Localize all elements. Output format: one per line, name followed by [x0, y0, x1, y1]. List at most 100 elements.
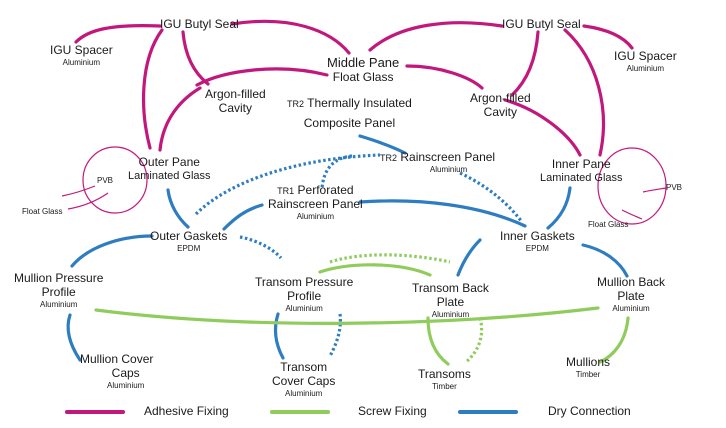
node-inner-pane: Inner Pane Laminated Glass	[540, 157, 623, 184]
node-mullion-cover-caps: Mullion Cover Caps Aluminium	[80, 352, 153, 390]
node-material: Aluminium	[431, 309, 470, 319]
node-title: Middle Pane	[327, 55, 400, 70]
link-butyl-left-to-argon-left	[181, 30, 210, 86]
node-outer-pane: Outer Pane Laminated Glass	[128, 155, 211, 182]
node-transom-cover-caps: Transom Cover Caps Aluminium	[272, 360, 336, 398]
node-title: Mullion Pressure	[14, 271, 104, 285]
node-title-line2: Profile	[287, 288, 322, 303]
link-inner-gaskets-to-transom-back	[456, 238, 482, 277]
node-material: Aluminium	[429, 164, 468, 174]
node-material: Aluminium	[107, 380, 145, 390]
link-butyl-right-to-argon-right	[510, 30, 540, 97]
link-middle-pane-to-argon-right	[405, 64, 484, 90]
node-material: Aluminium	[612, 303, 650, 313]
legend-label-dry: Dry Connection	[548, 404, 631, 418]
link-transom-pressure-to-transom-back	[318, 263, 432, 277]
node-title: Outer Gaskets	[150, 229, 228, 243]
link-perforated-to-outer-gaskets	[222, 203, 264, 231]
node-title: TR2 Thermally Insulated	[287, 96, 412, 111]
node-tr1-perforated-panel: TR1 Perforated Rainscreen Panel Aluminiu…	[268, 183, 363, 221]
node-material: Timber	[575, 369, 601, 379]
link-middle-pane-to-butyl-right	[368, 21, 504, 52]
node-outer-gaskets: Outer Gaskets EPDM	[150, 229, 228, 253]
pvb-ring-right	[597, 147, 667, 225]
node-code: TR2	[287, 99, 305, 109]
node-title-line2: Cover Caps	[272, 373, 336, 388]
node-transoms: Transoms Timber	[418, 367, 471, 391]
node-argon-cavity-left: Argon-filled Cavity	[205, 87, 266, 116]
node-material: Aluminium	[285, 303, 323, 313]
node-title-line2: Plate	[436, 294, 465, 309]
annotation-float-glass-right: Float Glass	[588, 220, 629, 229]
node-material: Aluminium	[626, 63, 665, 73]
node-title-line2: Rainscreen Panel	[268, 196, 363, 211]
node-tr2-composite-panel: TR2 Thermally Insulated Composite Panel	[287, 96, 412, 131]
node-mullion-back-plate: Mullion Back Plate Aluminium	[597, 275, 666, 313]
link-butyl-right-to-spacer-right	[582, 24, 634, 50]
legend-swatch-adhesive	[65, 410, 125, 414]
annotation-pvb-right: PVB	[666, 183, 683, 192]
node-title: Transom Back	[412, 281, 489, 295]
annotation-pvb-left: PVB	[97, 176, 114, 185]
node-material: Timber	[432, 381, 457, 391]
legend-swatch-dry	[458, 410, 518, 414]
node-title: Mullions	[566, 355, 611, 369]
link-dotted-outer-gaskets-to-transom-pressure	[239, 235, 283, 260]
node-title: IGU Butyl Seal	[160, 17, 239, 31]
pvb-pointer-left-b	[67, 192, 109, 210]
node-argon-cavity-right: Argon-filled Cavity	[470, 91, 531, 120]
node-title-line2: Composite Panel	[303, 115, 396, 130]
node-igu-spacer-right: IGU Spacer Aluminium	[614, 49, 677, 73]
node-material: EPDM	[177, 243, 201, 253]
node-igu-butyl-seal-right: IGU Butyl Seal	[502, 17, 581, 32]
node-tr2-rainscreen-panel: TR2 Rainscreen Panel Aluminium	[380, 150, 496, 174]
node-title: Argon-filled	[470, 91, 531, 105]
node-material: Aluminium	[285, 388, 323, 398]
node-title: TR1 Perforated	[268, 183, 363, 198]
legend-swatch-screw	[270, 410, 330, 414]
legend-label-adhesive: Adhesive Fixing	[144, 404, 229, 418]
link-inner-gaskets-to-mullion-back	[581, 243, 629, 278]
node-title: Outer Pane	[138, 155, 200, 169]
pvb-pointer-right-a	[642, 187, 667, 193]
node-code: TR2	[380, 153, 398, 163]
node-material: Laminated Glass	[128, 169, 211, 182]
node-title-line2: Cavity	[483, 104, 518, 119]
link-argon-right-to-inner-pane	[503, 98, 582, 157]
link-dotted-back-to-transoms	[464, 317, 484, 364]
node-title-line2: Cavity	[218, 100, 253, 115]
node-material: Float Glass	[332, 69, 394, 84]
node-title: Inner Pane	[551, 157, 611, 171]
node-title: Transom	[280, 360, 328, 374]
node-title: Transom Pressure	[255, 275, 354, 289]
node-title-text: Rainscreen Panel	[400, 150, 496, 164]
link-transom-back-to-transoms	[426, 316, 450, 366]
node-material: Laminated Glass	[540, 171, 623, 184]
node-title-text: Thermally Insulated	[307, 96, 412, 110]
node-transom-pressure-profile: Transom Pressure Profile Aluminium	[255, 275, 354, 313]
node-title: Mullion Back	[597, 275, 666, 289]
node-title: IGU Spacer	[614, 49, 677, 63]
link-mullion-pressure-to-mullion-back	[94, 306, 600, 325]
link-mullion-pressure-to-mullion-cover	[66, 313, 82, 362]
pvb-pointer-right-b	[621, 209, 643, 220]
link-perforated-to-inner-gaskets	[358, 199, 527, 228]
link-butyl-left-to-middle-pane	[230, 19, 351, 55]
node-material: Aluminium	[296, 211, 335, 221]
link-outer-gaskets-to-mullion-pressure	[70, 234, 154, 268]
legend-label-screw: Screw Fixing	[358, 404, 427, 418]
node-title: IGU Butyl Seal	[502, 17, 581, 31]
link-inner-pane-to-inner-gaskets	[546, 186, 572, 230]
node-inner-gaskets: Inner Gaskets EPDM	[500, 229, 575, 253]
link-butyl-right-to-inner-pane	[563, 28, 605, 157]
node-title: Inner Gaskets	[500, 229, 575, 243]
link-butyl-left-to-spacer-left	[74, 24, 162, 44]
node-code: TR1	[277, 186, 295, 196]
link-outer-pane-to-outer-gaskets	[166, 188, 190, 229]
link-transom-pressure-to-transom-cover	[273, 312, 285, 360]
node-transom-back-plate: Transom Back Plate Aluminium	[412, 281, 489, 319]
link-dotted-transom-pressure-to-back	[329, 253, 451, 264]
link-composite-to-rainscreen	[358, 134, 407, 155]
